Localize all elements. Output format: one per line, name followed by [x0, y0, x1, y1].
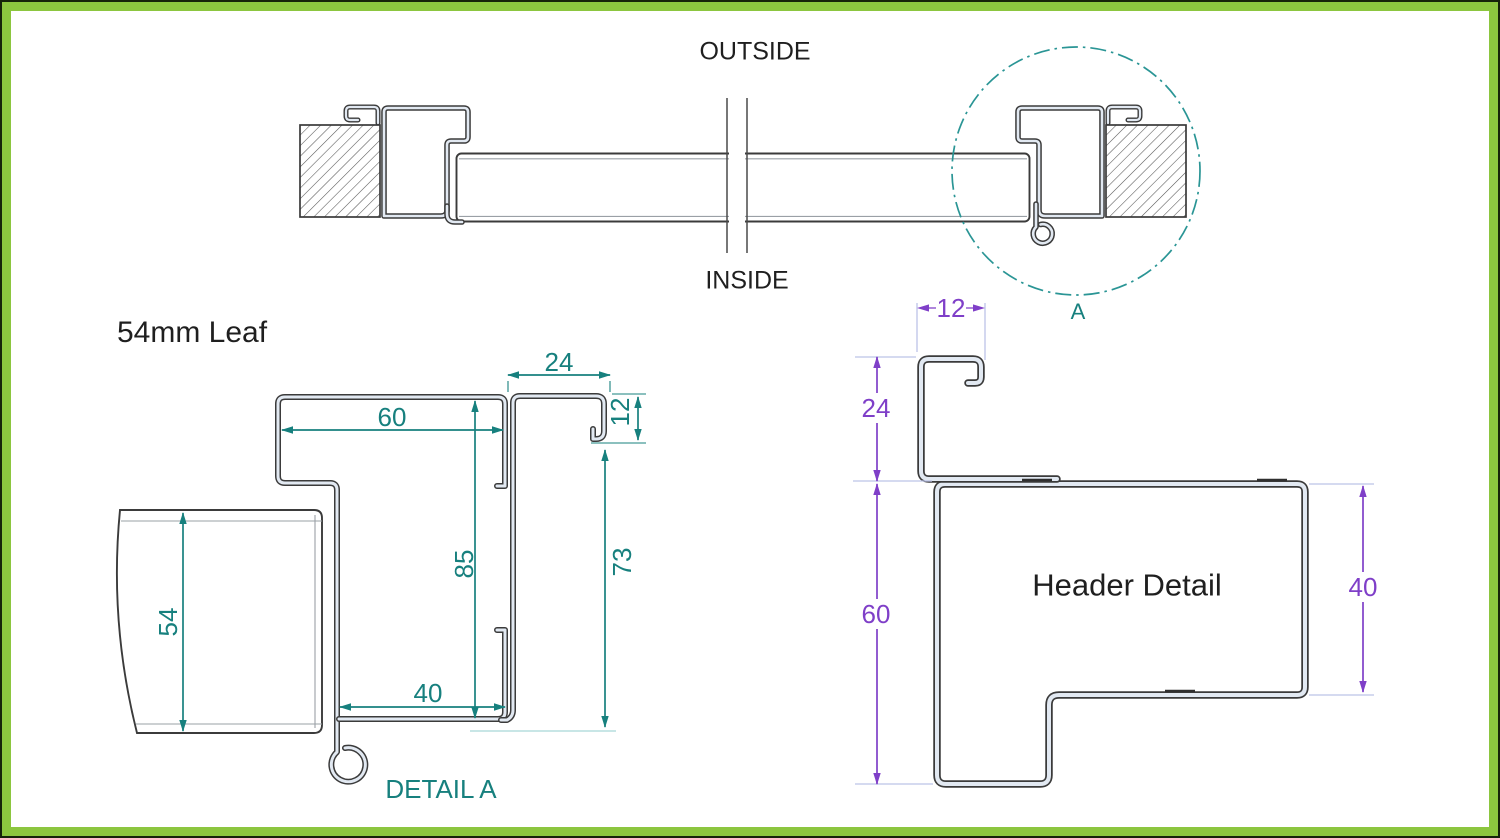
break-gap: [729, 148, 745, 228]
detail-a-section: [115, 371, 646, 782]
detail-a-callout-circle: [951, 46, 1201, 296]
outside-label: OUTSIDE: [699, 37, 811, 66]
leaf-title: 54mm Leaf: [116, 316, 268, 349]
detail-marker-label: A: [1070, 299, 1086, 324]
dim-leaf-thickness: 54: [153, 607, 183, 637]
dim-right-height: 73: [607, 547, 637, 577]
plan-assembly-section: [299, 46, 1201, 296]
leaf-cross-section: [115, 509, 323, 734]
inside-label: INSIDE: [705, 266, 789, 295]
wall-hatch-left: [299, 124, 381, 218]
frame-profile-detail: [278, 396, 604, 782]
header-dimensions: [853, 303, 1374, 785]
wall-hatch-right: [1105, 124, 1187, 218]
detail-a-caption: DETAIL A: [385, 774, 497, 804]
dim-hook-depth: 12: [605, 397, 635, 427]
header-profile: [921, 359, 1305, 784]
dim-bottom-width: 40: [413, 678, 443, 708]
header-caption: Header Detail: [1032, 567, 1222, 603]
dim-top-width: 24: [544, 347, 574, 377]
dim-header-hook-width: 12: [936, 293, 966, 323]
break-lines: [726, 98, 748, 253]
dim-header-hook-height: 24: [861, 393, 891, 423]
detail-a-dimensions: [179, 371, 646, 732]
dim-header-right-height: 40: [1348, 572, 1378, 602]
dim-inner-width: 60: [377, 402, 407, 432]
dim-header-body-height: 60: [861, 599, 891, 629]
header-detail-section: [853, 303, 1374, 784]
dim-inner-height: 85: [449, 549, 479, 579]
